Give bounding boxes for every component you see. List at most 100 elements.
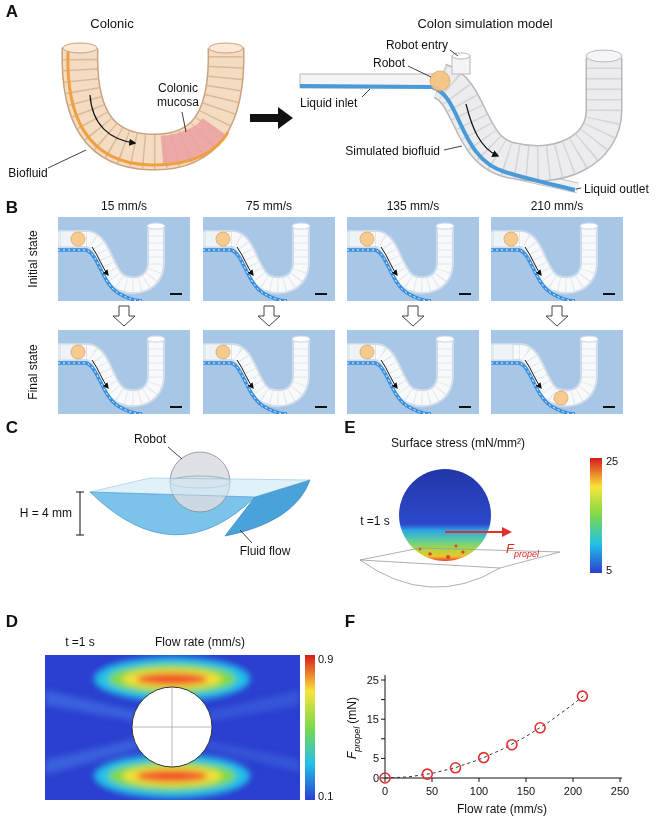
part-label: Colonic mucosa <box>148 82 208 110</box>
axis-tick-label: 200 <box>564 785 582 798</box>
axis-tick-label: 5 <box>373 752 379 765</box>
panel-letter: E <box>344 418 355 438</box>
data-point <box>422 769 432 779</box>
surface-stress-render <box>360 548 560 568</box>
flow-heatmap <box>122 669 222 689</box>
data-point <box>507 740 517 750</box>
part-label: Robot <box>373 57 405 71</box>
flow-heatmap <box>132 687 212 767</box>
chart-axis <box>381 758 385 759</box>
leader-line <box>182 112 186 132</box>
experiment-frames <box>203 330 335 414</box>
colorbar-title: Flow rate (mm/s) <box>155 636 245 650</box>
leader-line <box>408 66 431 77</box>
chart-axis <box>526 778 527 782</box>
data-point <box>479 753 489 763</box>
column-heading: 135 mm/s <box>387 200 440 214</box>
robot <box>71 345 85 359</box>
panel-letter: D <box>6 612 18 632</box>
down-arrow <box>258 306 280 326</box>
force-subscript: propel <box>514 549 539 559</box>
robot <box>360 232 374 246</box>
panel-letter: F <box>345 612 355 632</box>
chart-axis <box>385 675 386 778</box>
panel-letter: A <box>6 2 18 22</box>
leader-line <box>362 89 370 97</box>
leader-line <box>168 447 182 459</box>
chart-axis <box>381 778 385 779</box>
colonic-mucosa <box>162 127 215 151</box>
stress-hotspot <box>446 555 450 559</box>
data-point <box>380 691 587 783</box>
fluid-robot-sketch <box>90 478 310 497</box>
row-heading: Final state <box>27 344 41 399</box>
transition-arrow <box>250 107 293 129</box>
flow-heatmap <box>136 673 208 685</box>
experiment-frames <box>58 330 190 414</box>
part-label: Liquid inlet <box>300 97 357 111</box>
chart-axis <box>381 699 385 700</box>
part-label: Robot entry <box>386 39 448 53</box>
robot <box>554 391 568 405</box>
colorbar <box>590 458 602 573</box>
part-label: Biofluid <box>8 167 47 181</box>
colon-model-illustration <box>586 50 622 62</box>
axis-tick-label: 150 <box>517 785 535 798</box>
flow-heatmap <box>172 687 173 767</box>
robot <box>216 232 230 246</box>
colorbar-tick: 0.9 <box>318 653 333 666</box>
panel-letter: C <box>6 418 18 438</box>
row-heading: Initial state <box>27 230 41 287</box>
panel-title: Colon simulation model <box>417 17 552 32</box>
down-arrow <box>113 306 568 326</box>
experiment-frames <box>347 330 479 414</box>
chart-axis <box>381 680 385 681</box>
chart-axis <box>573 778 574 782</box>
axis-tick-label: 100 <box>470 785 488 798</box>
simulated-biofluid <box>300 86 575 190</box>
dimension-bracket <box>80 492 81 535</box>
colorbar-title: Surface stress (mN/mm²) <box>391 437 525 451</box>
leader-line <box>240 530 252 543</box>
axis-title-group: Fpropel(mN) <box>342 697 363 759</box>
stress-hotspot <box>461 550 464 553</box>
colon-illustration <box>80 48 226 152</box>
panel-letter: B <box>6 198 18 218</box>
chart-axis <box>381 719 385 720</box>
dimension-label: H = 4 mm <box>20 507 72 521</box>
data-point <box>535 723 545 733</box>
flow-heatmap <box>45 655 300 800</box>
colon-illustration <box>48 43 243 168</box>
fluid-robot-sketch <box>76 447 310 543</box>
colon-illustration <box>209 43 243 53</box>
leader-line <box>444 146 462 150</box>
column-heading: 75 mm/s <box>246 200 292 214</box>
dimension-bracket <box>76 492 84 535</box>
chart-axis <box>385 778 622 779</box>
panel-title: Colonic <box>90 17 133 32</box>
robot <box>430 71 450 91</box>
stress-hotspot <box>419 545 465 559</box>
chart-axis <box>620 778 621 782</box>
surface-stress-render <box>399 469 491 561</box>
chart-axis <box>381 738 385 739</box>
column-heading: 210 mm/s <box>531 200 584 214</box>
experiment-frames <box>58 217 623 414</box>
part-label: Robot <box>134 433 166 447</box>
axis-tick-label: 15 <box>367 713 379 726</box>
flow-heatmap <box>122 766 222 786</box>
experiment-frames <box>58 217 190 301</box>
stress-hotspot <box>428 552 432 556</box>
part-label: Liquid outlet <box>584 183 649 197</box>
colon-model-illustration <box>466 104 498 156</box>
flow-heatmap <box>45 657 300 798</box>
stress-hotspot <box>455 545 458 548</box>
part-label: Fluid flow <box>240 545 291 559</box>
colorbar <box>305 655 315 800</box>
leader-line <box>450 50 458 56</box>
down-arrow <box>402 306 424 326</box>
surface-stress-render <box>360 560 500 587</box>
part-label: Simulated biofluid <box>345 145 440 159</box>
